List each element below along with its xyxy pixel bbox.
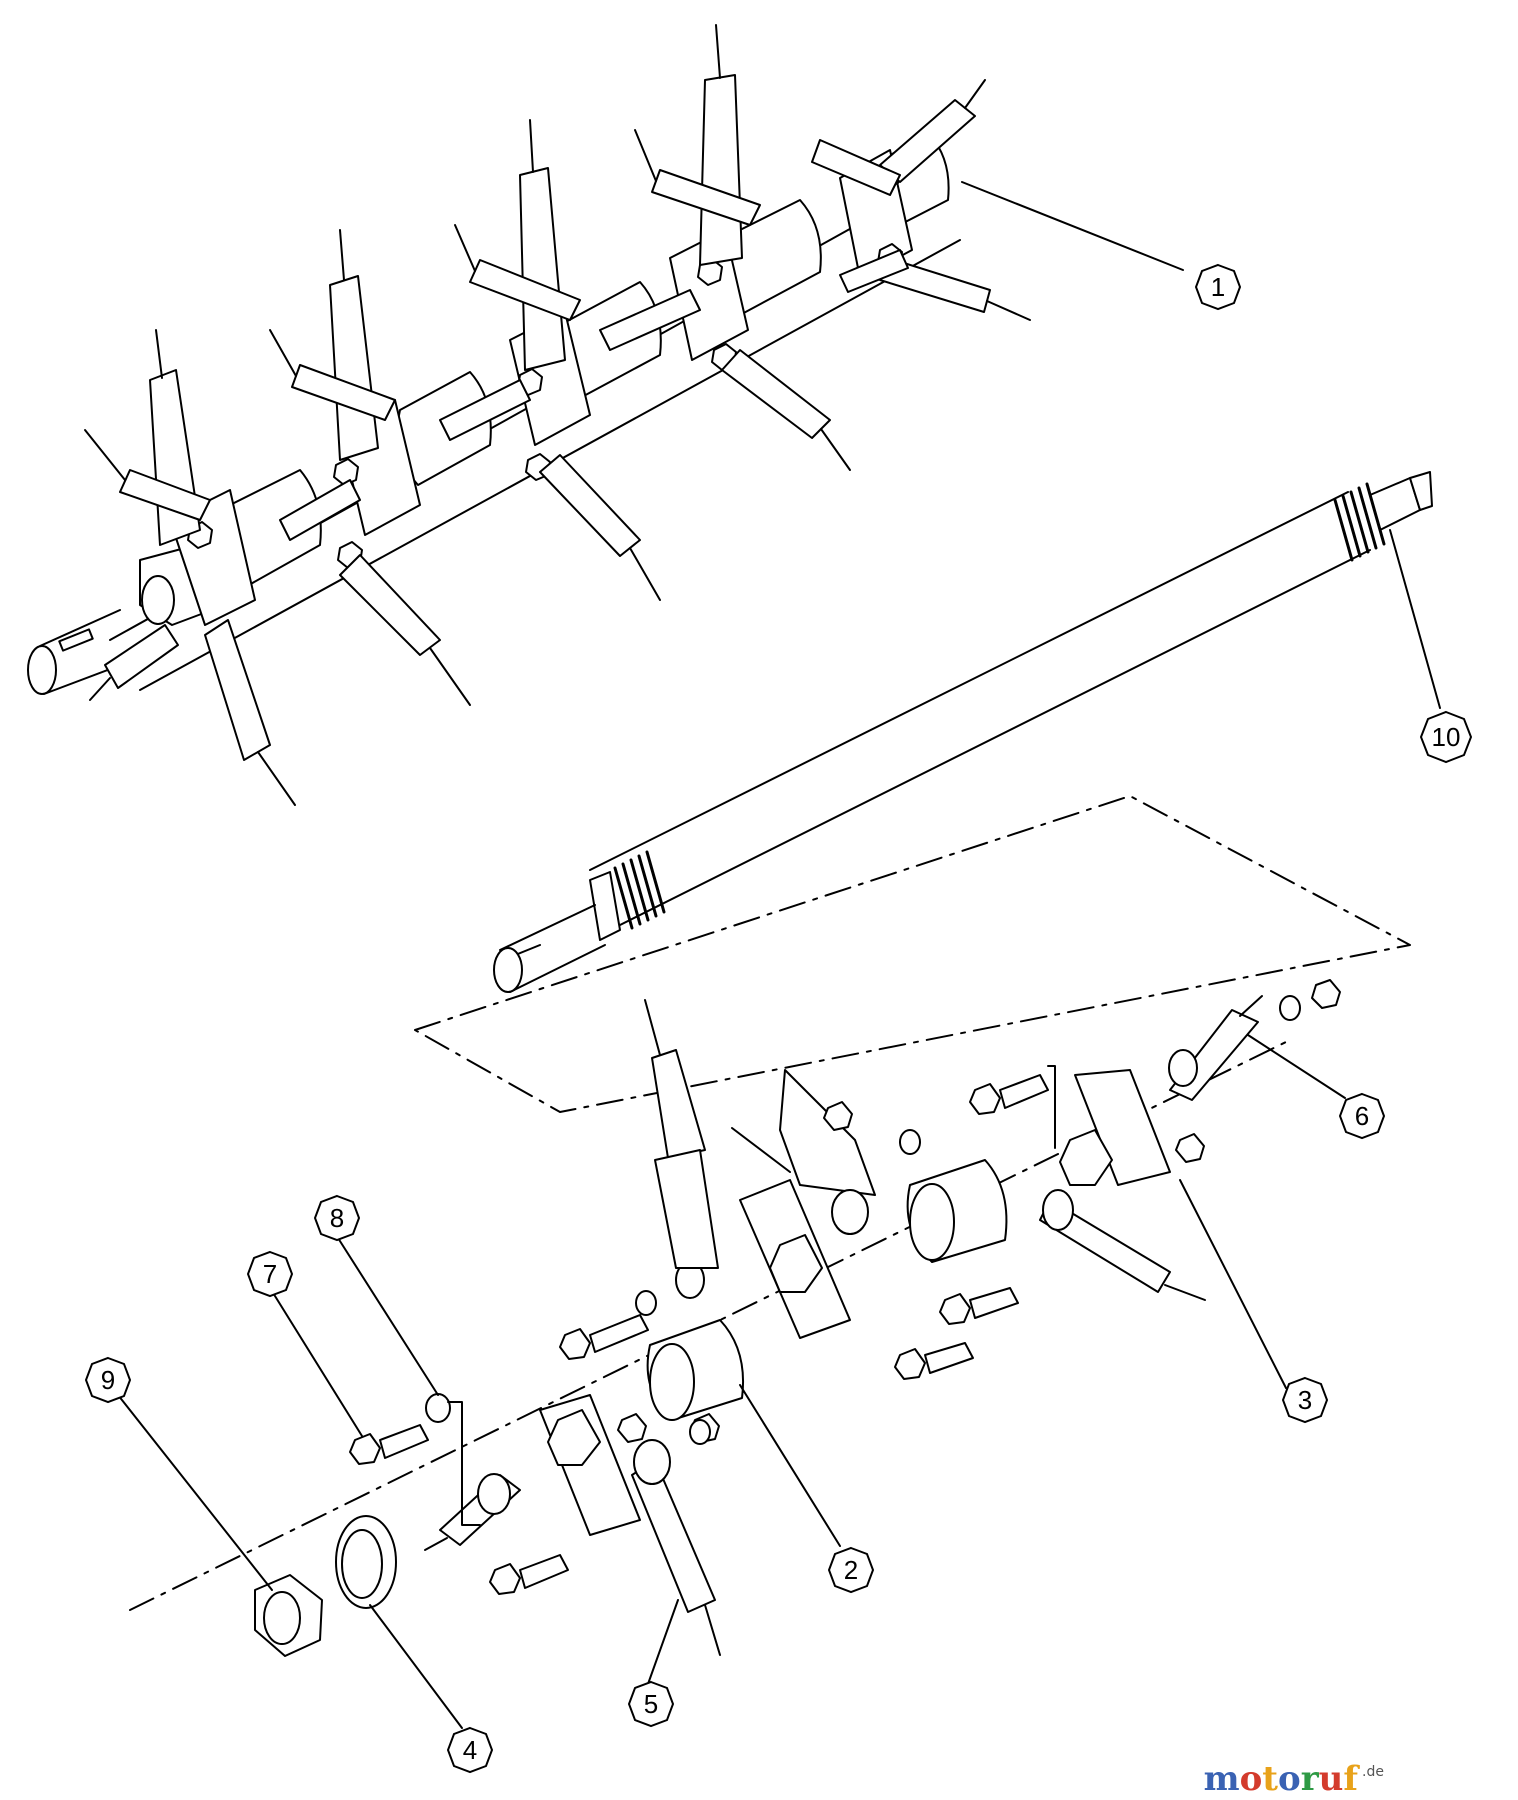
watermark-logo: motoruf .de bbox=[1204, 1759, 1384, 1799]
exploded-hub-assembly bbox=[129, 979, 1341, 1657]
callouts: 1 2 3 4 5 6 7 8 bbox=[84, 263, 1473, 1774]
callout-2[interactable]: 2 bbox=[827, 1546, 875, 1594]
assembled-rotor bbox=[27, 24, 1184, 806]
callout-3-label: 3 bbox=[1298, 1385, 1312, 1415]
callout-7-label: 7 bbox=[263, 1259, 277, 1289]
callout-9-label: 9 bbox=[101, 1365, 115, 1395]
callout-7[interactable]: 7 bbox=[246, 1250, 294, 1298]
callout-10[interactable]: 10 bbox=[1419, 710, 1473, 764]
callout-4-label: 4 bbox=[463, 1735, 477, 1765]
callout-9[interactable]: 9 bbox=[84, 1356, 132, 1404]
leader-lines bbox=[117, 1034, 1346, 1729]
watermark-brand: motoruf bbox=[1204, 1759, 1361, 1799]
callout-2-label: 2 bbox=[844, 1555, 858, 1585]
callout-1-label: 1 bbox=[1211, 272, 1225, 302]
callout-5-label: 5 bbox=[644, 1689, 658, 1719]
callout-8[interactable]: 8 bbox=[313, 1194, 361, 1242]
callout-5[interactable]: 5 bbox=[627, 1680, 675, 1728]
bare-shaft bbox=[414, 471, 1441, 1113]
callout-3[interactable]: 3 bbox=[1281, 1376, 1329, 1424]
watermark-tld: .de bbox=[1362, 1764, 1384, 1780]
callout-1[interactable]: 1 bbox=[1194, 263, 1242, 311]
callout-6-label: 6 bbox=[1355, 1101, 1369, 1131]
callout-8-label: 8 bbox=[330, 1203, 344, 1233]
callout-6[interactable]: 6 bbox=[1338, 1092, 1386, 1140]
callout-4[interactable]: 4 bbox=[446, 1726, 494, 1774]
callout-10-label: 10 bbox=[1432, 722, 1461, 752]
